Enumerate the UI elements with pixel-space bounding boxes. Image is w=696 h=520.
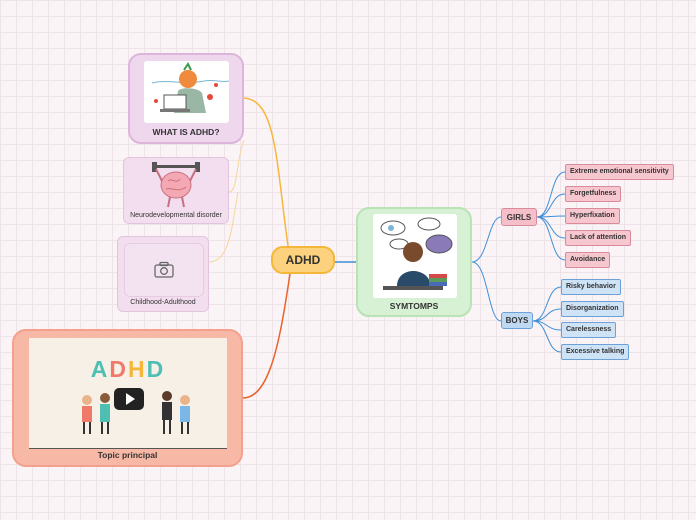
video-thumbnail[interactable]: ADHD [29,338,227,449]
boys-item-carelessness[interactable]: Carelessness [561,322,617,338]
image-placeholder[interactable] [124,243,204,297]
symptoms-node[interactable]: SYMTOMPS [356,207,472,317]
boys-label: BOYS [505,316,529,325]
connector-girls-item-1 [536,171,566,218]
connector-boys-item-4 [532,320,562,353]
connector-root-to-what [243,97,289,247]
connector-what-to-neuro [228,139,245,193]
video-brand-title: ADHD [90,356,166,382]
connector-boys-item-1 [532,286,562,322]
topic-principal-label: Topic principal [97,450,158,460]
boys-node[interactable]: BOYS [501,312,533,329]
girls-label: GIRLS [506,212,532,222]
what-is-adhd-label: WHAT IS ADHD? [152,127,220,137]
connector-neuro-to-childhood [208,191,239,263]
root-node-adhd[interactable]: ADHD [271,246,335,274]
childhood-adulthood-node[interactable]: Childhood-Adulthood [117,236,209,312]
girls-item-avoidance[interactable]: Avoidance [565,252,611,268]
symptoms-label: SYMTOMPS [389,301,439,311]
connector-symptoms-to-boys [471,261,502,322]
neurodevelopmental-label: Neurodevelopmental disorder [130,212,222,219]
person-at-laptop-illustration [144,61,229,123]
connector-girls-item-4 [536,216,566,239]
connector-boys-item-2 [532,308,562,322]
what-is-adhd-node[interactable]: WHAT IS ADHD? [128,53,244,144]
connector-girls-item-5 [536,216,566,261]
connector-girls-item-2 [536,193,566,218]
brain-lifting-weights-illustration [150,161,202,209]
topic-principal-node[interactable]: ADHD Topic principal [12,329,243,467]
girls-item-lack-of-attention[interactable]: Lack of attention [565,230,632,246]
root-node-label: ADHD [285,253,321,267]
girls-node[interactable]: GIRLS [501,208,537,226]
camera-icon [154,261,174,278]
connector-symptoms-to-girls [471,216,502,263]
girls-item-hyperfixation[interactable]: Hyperfixation [565,208,620,224]
girls-item-forgetfulness[interactable]: Forgetfulness [565,186,622,202]
boys-item-excessive-talking[interactable]: Excessive talking [561,344,630,360]
childhood-adulthood-label: Childhood-Adulthood [130,299,196,306]
boys-item-disorganization[interactable]: Disorganization [561,301,624,317]
girls-item-extreme-emotional-sensitivity[interactable]: Extreme emotional sensitivity [565,164,674,180]
boys-item-risky-behavior[interactable]: Risky behavior [561,279,621,295]
thinking-student-illustration [373,214,457,298]
play-icon[interactable] [114,388,144,410]
children-illustration [82,391,190,434]
neurodevelopmental-node[interactable]: Neurodevelopmental disorder [123,157,229,224]
connector-root-to-topic [242,273,291,399]
